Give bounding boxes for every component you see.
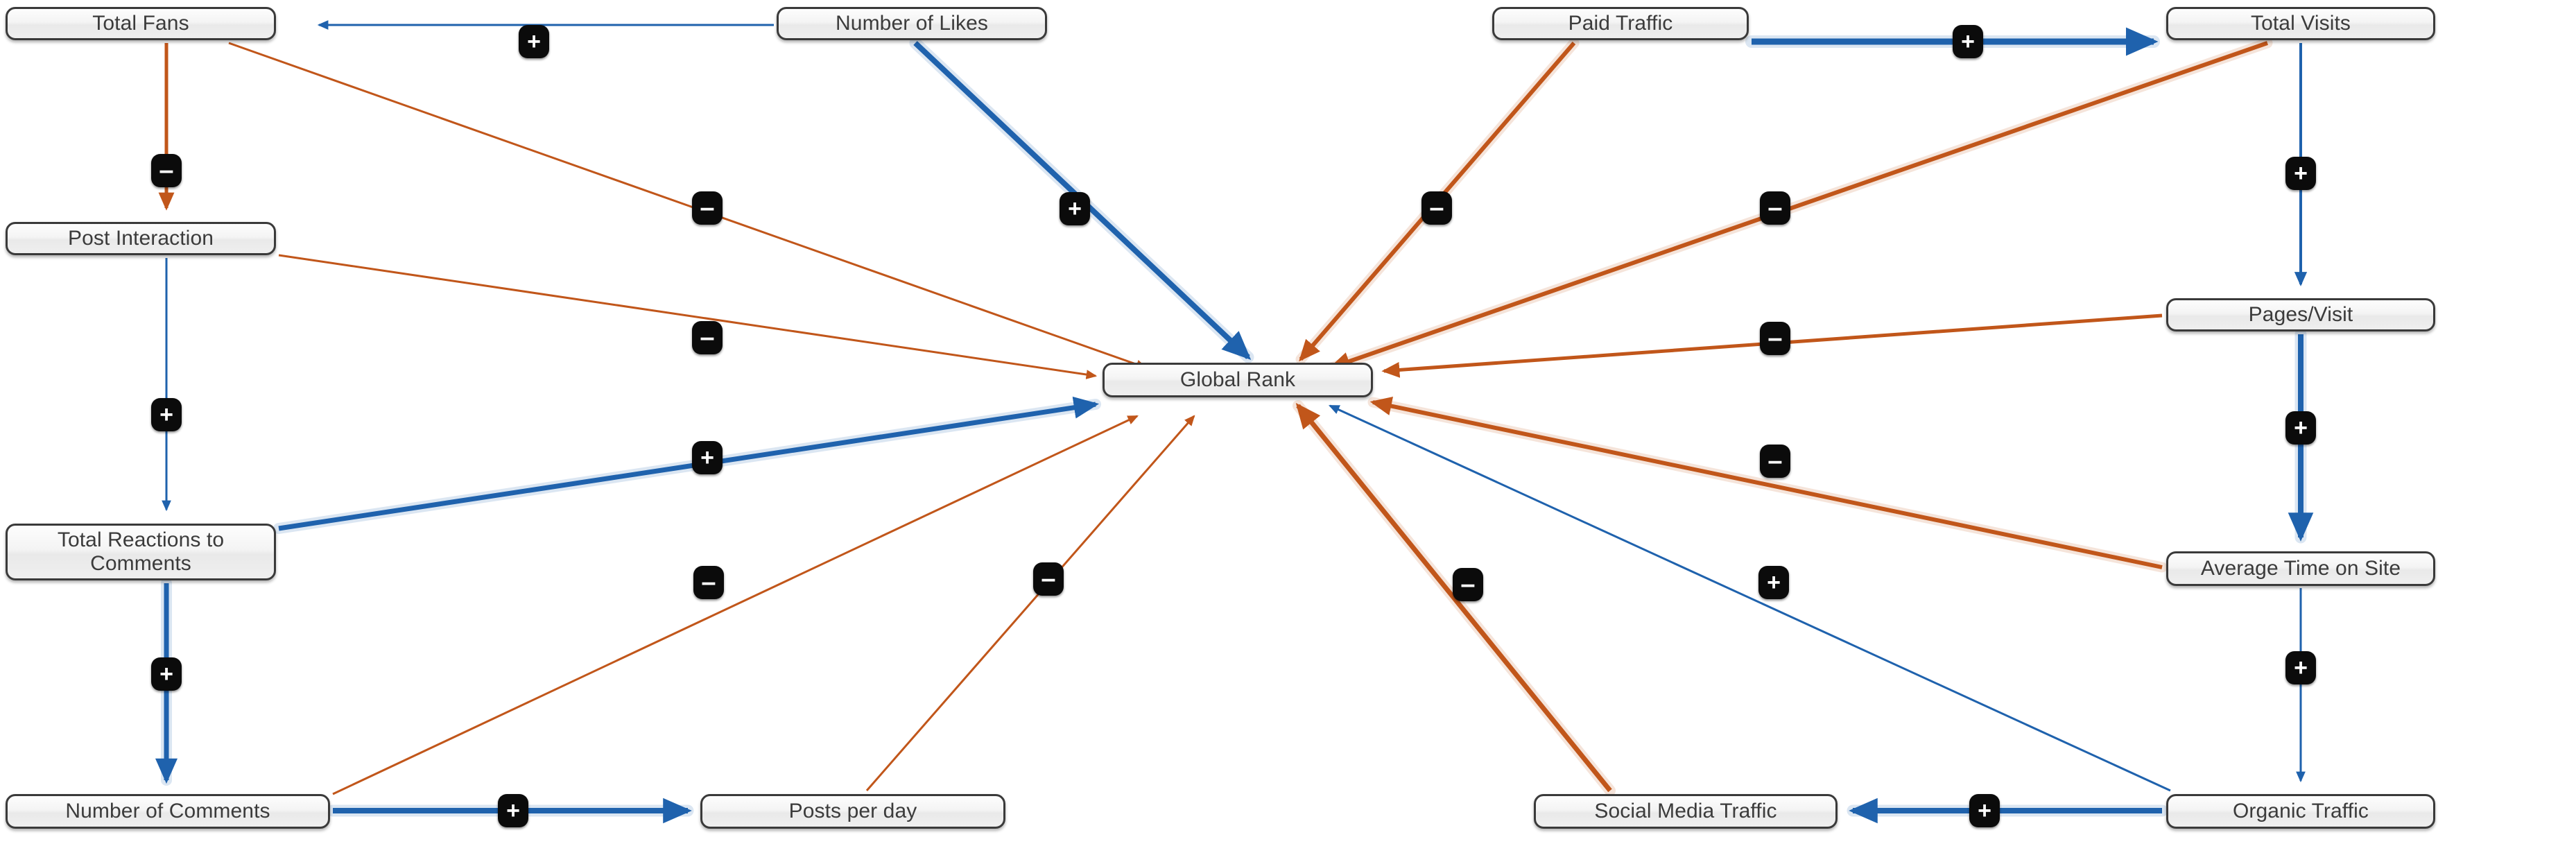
node-label: Total Reactions to Comments	[57, 528, 225, 575]
node-total_visits[interactable]: Total Visits	[2166, 7, 2435, 40]
node-total_fans[interactable]: Total Fans	[6, 7, 276, 40]
edge-total_fans-to-global_rank[interactable]	[228, 42, 1148, 369]
node-global_rank[interactable]: Global Rank	[1103, 363, 1373, 397]
edge-number_of_comments-to-global_rank[interactable]	[332, 415, 1139, 795]
node-label: Number of Comments	[65, 800, 270, 823]
edge-total_reactions-to-global_rank[interactable]	[278, 396, 1100, 531]
node-label: Posts per day	[788, 800, 917, 823]
polarity-badge-plus-icon[interactable]: +	[1060, 192, 1090, 225]
node-paid_traffic[interactable]: Paid Traffic	[1492, 7, 1749, 40]
node-post_interaction[interactable]: Post Interaction	[6, 222, 276, 255]
edge-avg_time_on_site-to-global_rank[interactable]	[1369, 397, 2163, 569]
node-number_of_comments[interactable]: Number of Comments	[6, 794, 330, 829]
polarity-badge-plus-icon[interactable]: +	[151, 657, 182, 691]
edge-posts_per_day-to-global_rank[interactable]	[865, 415, 1195, 791]
polarity-badge-minus-icon[interactable]: –	[1760, 445, 1790, 478]
polarity-badge-plus-icon[interactable]: +	[2285, 651, 2316, 684]
node-label: Pages/Visit	[2248, 303, 2353, 327]
node-label: Social Media Traffic	[1594, 800, 1777, 823]
polarity-badge-plus-icon[interactable]: +	[1758, 566, 1789, 599]
polarity-badge-minus-icon[interactable]: –	[1453, 568, 1483, 601]
polarity-badge-plus-icon[interactable]: +	[692, 441, 723, 474]
node-label: Total Visits	[2250, 12, 2351, 35]
polarity-badge-minus-icon[interactable]: –	[1033, 562, 1064, 596]
polarity-badge-minus-icon[interactable]: –	[693, 566, 724, 599]
polarity-badge-minus-icon[interactable]: –	[1760, 191, 1790, 225]
node-posts_per_day[interactable]: Posts per day	[700, 794, 1005, 829]
node-label: Paid Traffic	[1568, 12, 1673, 35]
node-social_media_traffic[interactable]: Social Media Traffic	[1534, 794, 1838, 829]
polarity-badge-plus-icon[interactable]: +	[2285, 411, 2316, 445]
polarity-badge-plus-icon[interactable]: +	[1953, 25, 1983, 58]
polarity-badge-plus-icon[interactable]: +	[1969, 794, 2000, 827]
edge-organic_traffic-to-global_rank[interactable]	[1329, 404, 2171, 792]
node-avg_time_on_site[interactable]: Average Time on Site	[2166, 551, 2435, 586]
edge-social_media_traffic-to-global_rank[interactable]	[1295, 403, 1612, 793]
edge-total_visits-to-global_rank[interactable]	[1328, 41, 2268, 371]
node-label: Post Interaction	[67, 227, 214, 250]
node-organic_traffic[interactable]: Organic Traffic	[2166, 794, 2435, 829]
node-label: Organic Traffic	[2232, 800, 2369, 823]
polarity-badge-plus-icon[interactable]: +	[151, 398, 182, 431]
edge-post_interaction-to-global_rank[interactable]	[278, 254, 1098, 379]
polarity-badge-minus-icon[interactable]: –	[692, 191, 723, 225]
node-label: Global Rank	[1179, 368, 1296, 392]
polarity-badge-minus-icon[interactable]: –	[1760, 322, 1790, 355]
polarity-badge-plus-icon[interactable]: +	[519, 25, 549, 58]
node-label: Number of Likes	[836, 12, 988, 35]
node-pages_visit[interactable]: Pages/Visit	[2166, 298, 2435, 331]
node-total_reactions[interactable]: Total Reactions to Comments	[6, 524, 276, 580]
node-number_of_likes[interactable]: Number of Likes	[777, 7, 1047, 40]
polarity-badge-minus-icon[interactable]: –	[692, 321, 723, 354]
polarity-badge-plus-icon[interactable]: +	[2285, 157, 2316, 190]
polarity-badge-plus-icon[interactable]: +	[498, 794, 528, 827]
polarity-badge-minus-icon[interactable]: –	[151, 154, 182, 187]
node-label: Total Fans	[92, 12, 189, 35]
polarity-badge-minus-icon[interactable]: –	[1421, 191, 1452, 225]
node-label: Average Time on Site	[2200, 557, 2401, 580]
